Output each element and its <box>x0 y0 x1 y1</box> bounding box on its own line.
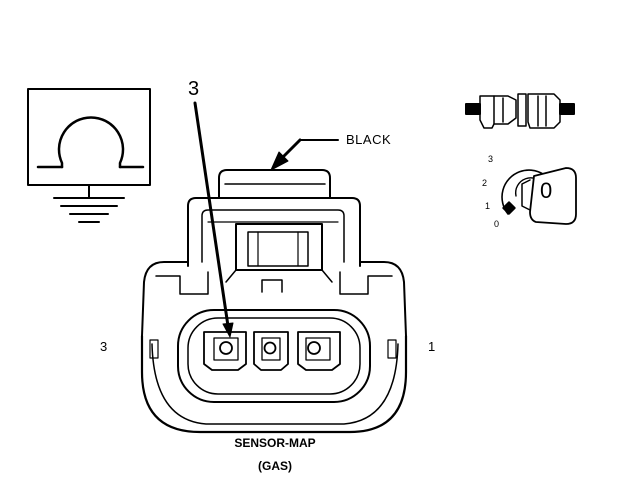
ignition-position-3: 3 <box>488 154 494 164</box>
terminal-pin-1 <box>297 331 341 371</box>
wire-color-label: BLACK <box>346 132 392 147</box>
terminal-pin-2 <box>253 331 289 371</box>
pin-callout-label: 3 <box>188 78 200 100</box>
ohm-meter-icon <box>27 88 151 186</box>
right-pin-number: 1 <box>428 339 436 354</box>
ignition-key-label: 0 <box>540 178 553 203</box>
connector-view-icon <box>465 93 575 129</box>
black-callout-arrow <box>270 138 339 171</box>
ground-symbol-icon <box>53 184 125 223</box>
connector-housing <box>140 169 408 434</box>
left-pin-number: 3 <box>100 339 108 354</box>
ignition-position-0: 0 <box>494 219 500 229</box>
terminal-pin-3 <box>203 331 247 371</box>
connector-title: SENSOR-MAP <box>234 436 316 450</box>
connector-subtitle: (GAS) <box>258 459 292 473</box>
ignition-position-1: 1 <box>485 201 491 211</box>
pin-3-callout-arrow <box>193 101 234 338</box>
ignition-key-icon <box>501 167 577 225</box>
ignition-position-2: 2 <box>482 178 488 188</box>
